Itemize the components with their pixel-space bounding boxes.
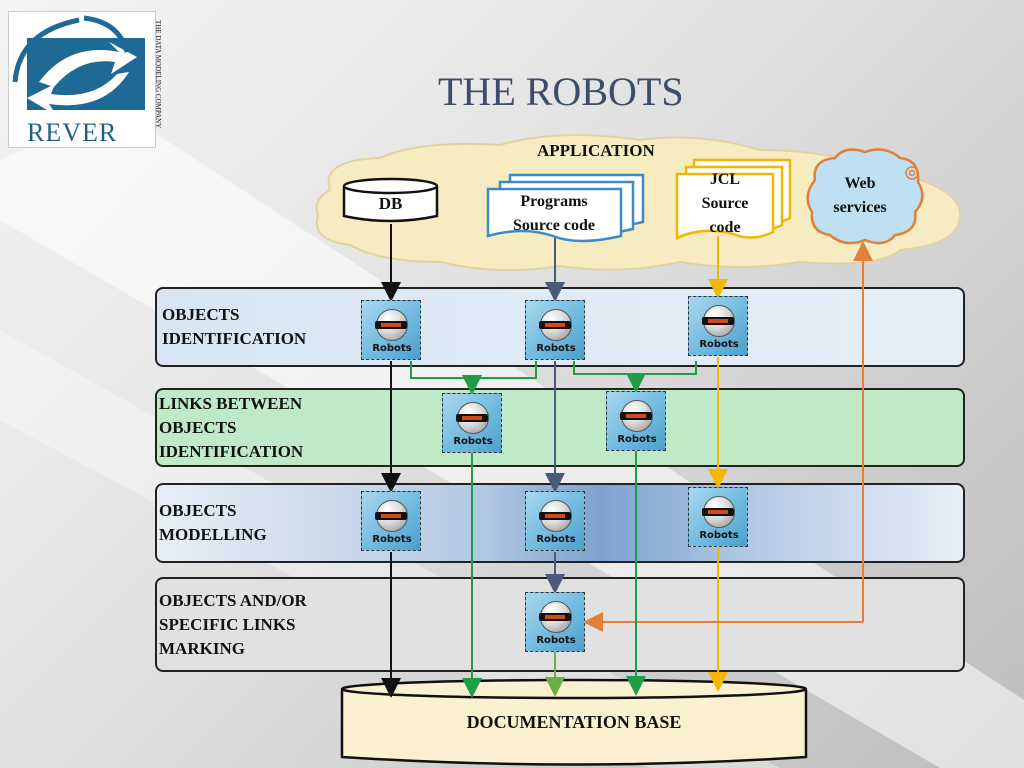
- documentation-base-label: DOCUMENTATION BASE: [466, 712, 682, 732]
- page-title: THE ROBOTS: [438, 69, 684, 114]
- layer-label-links-identification: LINKS BETWEEN OBJECTS IDENTIFICATION: [159, 394, 304, 461]
- logo-wordmark: REVER: [27, 118, 118, 147]
- robot-label: Robots: [699, 339, 739, 350]
- robot-icon-jcl-modelling: Robots: [688, 487, 748, 547]
- logo-tagline: THE DATA MODELING COMPANY: [154, 20, 162, 129]
- robot-icon-marking: Robots: [525, 592, 585, 652]
- robot-icon-links-right: Robots: [606, 391, 666, 451]
- rever-logo-graphic: [12, 15, 145, 116]
- robot-label: Robots: [372, 343, 412, 354]
- application-title: APPLICATION: [537, 141, 655, 160]
- robot-label: Robots: [536, 635, 576, 646]
- layer-label-specific-links-marking: OBJECTS AND/OR SPECIFIC LINKS MARKING: [159, 591, 307, 658]
- web-services-label: Web services: [833, 175, 887, 216]
- layer-links-identification: [155, 388, 965, 467]
- robot-icon-links-left: Robots: [442, 393, 502, 453]
- robot-icon-jcl-identification: Robots: [688, 296, 748, 356]
- jcl-label: JCL Source code: [701, 171, 749, 236]
- layer-label-objects-identification: OBJECTS IDENTIFICATION: [162, 305, 307, 348]
- robot-label: Robots: [536, 343, 576, 354]
- robot-label: Robots: [536, 534, 576, 545]
- programs-label: Programs Source code: [513, 193, 595, 234]
- robot-icon-db-identification: Robots: [361, 300, 421, 360]
- db-label: DB: [378, 194, 403, 213]
- robot-icon-programs-modelling: Robots: [525, 491, 585, 551]
- robot-icon-db-modelling: Robots: [361, 491, 421, 551]
- robot-label: Robots: [617, 434, 657, 445]
- robot-label: Robots: [372, 534, 412, 545]
- robot-label: Robots: [699, 530, 739, 541]
- rever-logo: REVER THE DATA MODELING COMPANY: [8, 11, 162, 148]
- robot-icon-programs-identification: Robots: [525, 300, 585, 360]
- layer-label-objects-modelling: OBJECTS MODELLING: [159, 501, 267, 544]
- robot-label: Robots: [453, 436, 493, 447]
